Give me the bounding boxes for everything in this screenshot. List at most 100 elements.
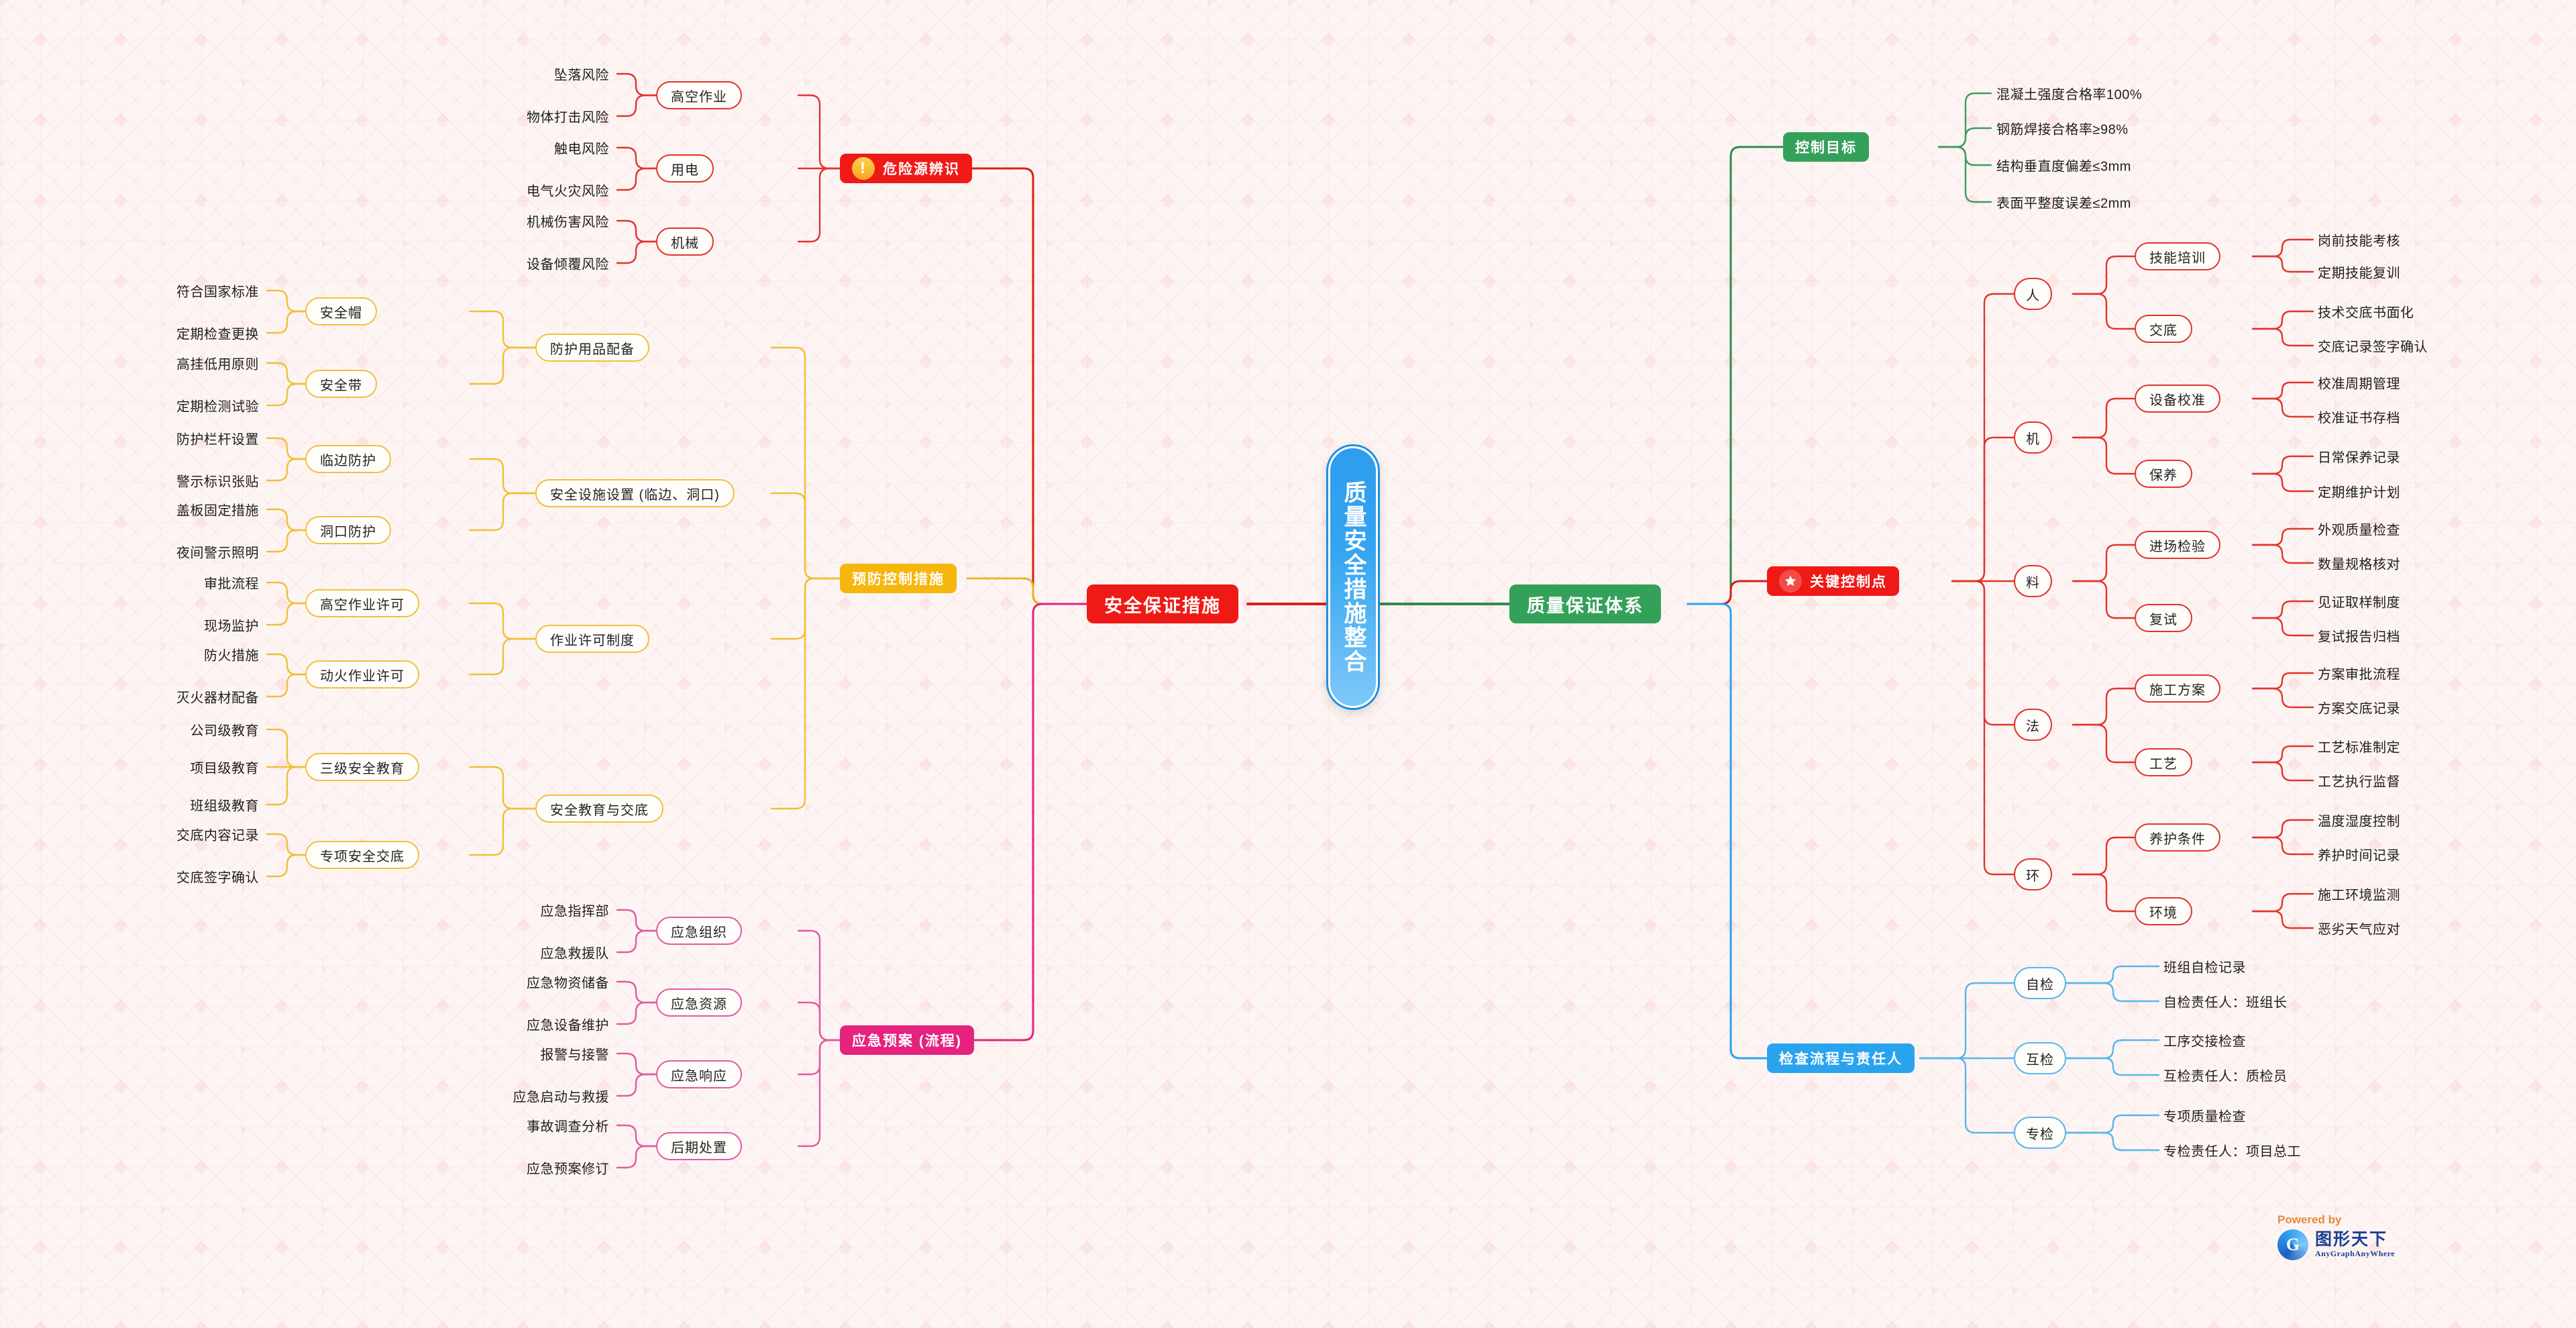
leaf-item[interactable]: 应急启动与救援 <box>513 1086 610 1106</box>
node-post-handling[interactable]: 后期处置 <box>656 1132 742 1160</box>
leaf-item[interactable]: 防火措施 <box>204 645 259 664</box>
node-equipment-calibration[interactable]: 设备校准 <box>2135 385 2220 413</box>
node-safety-education[interactable]: 安全教育与交底 <box>535 795 663 823</box>
leaf-item[interactable]: 校准周期管理 <box>2318 373 2400 393</box>
leaf-item[interactable]: 方案交底记录 <box>2318 698 2400 717</box>
leaf-item[interactable]: 班组自检记录 <box>2163 957 2246 976</box>
leaf-item[interactable]: 触电风险 <box>554 138 609 158</box>
node-opening-protection[interactable]: 洞口防护 <box>305 516 391 544</box>
node-material[interactable]: 料 <box>2014 565 2052 597</box>
leaf-item[interactable]: 定期检测试验 <box>176 396 259 415</box>
node-method[interactable]: 法 <box>2014 709 2052 741</box>
leaf-item[interactable]: 工艺执行监督 <box>2318 771 2400 790</box>
leaf-item[interactable]: 校准证书存档 <box>2318 407 2400 427</box>
node-curing-conditions[interactable]: 养护条件 <box>2135 823 2220 852</box>
node-mutual-inspection[interactable]: 互检 <box>2014 1042 2066 1074</box>
leaf-item[interactable]: 交底签字确认 <box>176 867 259 886</box>
node-skill-training[interactable]: 技能培训 <box>2135 242 2220 270</box>
leaf-item[interactable]: 定期维护计划 <box>2318 482 2400 501</box>
root-node[interactable]: 质量安全措施整合 <box>1328 446 1378 708</box>
node-hotwork-permit[interactable]: 动火作业许可 <box>305 660 419 688</box>
leaf-item[interactable]: 物体打击风险 <box>527 107 609 126</box>
node-maintenance[interactable]: 保养 <box>2135 460 2192 488</box>
leaf-item[interactable]: 应急物资储备 <box>527 972 609 992</box>
leaf-item[interactable]: 自检责任人：班组长 <box>2163 992 2288 1011</box>
node-high-altitude[interactable]: 高空作业 <box>656 81 742 109</box>
leaf-item[interactable]: 应急指挥部 <box>541 901 610 920</box>
node-safety-belt[interactable]: 安全带 <box>305 370 377 398</box>
leaf-item[interactable]: 定期技能复训 <box>2318 262 2400 282</box>
leaf-item[interactable]: 现场监护 <box>204 615 259 635</box>
leaf-item[interactable]: 专项质量检查 <box>2163 1106 2246 1125</box>
leaf-item[interactable]: 岗前技能考核 <box>2318 230 2400 250</box>
leaf-item[interactable]: 专检责任人：项目总工 <box>2163 1141 2301 1160</box>
leaf-item[interactable]: 夜间警示照明 <box>176 542 259 562</box>
node-three-level-education[interactable]: 三级安全教育 <box>305 753 419 781</box>
leaf-item[interactable]: 交底内容记录 <box>176 825 259 844</box>
leaf-item[interactable]: 养护时间记录 <box>2318 845 2400 864</box>
leaf-item[interactable]: 数量规格核对 <box>2318 554 2400 573</box>
branch-emergency[interactable]: 应急预案 (流程) <box>840 1025 974 1055</box>
leaf-item[interactable]: 工序交接检查 <box>2163 1031 2246 1050</box>
leaf-item[interactable]: 班组级教育 <box>191 795 260 815</box>
leaf-item[interactable]: 盖板固定措施 <box>176 500 259 519</box>
leaf-item[interactable]: 审批流程 <box>204 573 259 593</box>
node-emergency-response[interactable]: 应急响应 <box>656 1060 742 1088</box>
branch-prevention[interactable]: 预防控制措施 <box>840 564 957 593</box>
leaf-item[interactable]: 警示标识张贴 <box>176 471 259 491</box>
node-altitude-permit[interactable]: 高空作业许可 <box>305 589 419 617</box>
leaf-item[interactable]: 见证取样制度 <box>2318 592 2400 611</box>
leaf-item[interactable]: 灭火器材配备 <box>176 687 259 707</box>
branch-hazard[interactable]: ! 危险源辨识 <box>840 154 972 183</box>
leaf-item[interactable]: 恶劣天气应对 <box>2318 919 2400 938</box>
node-work-permit[interactable]: 作业许可制度 <box>535 625 649 653</box>
leaf-item[interactable]: 事故调查分析 <box>527 1116 609 1135</box>
leaf-item[interactable]: 定期检查更换 <box>176 323 259 343</box>
leaf-item[interactable]: 钢筋焊接合格率≥98% <box>1996 119 2129 138</box>
node-machinery[interactable]: 机械 <box>656 227 714 256</box>
node-disclosure[interactable]: 交底 <box>2135 315 2192 343</box>
node-emergency-org[interactable]: 应急组织 <box>656 917 742 945</box>
leaf-item[interactable]: 符合国家标准 <box>176 281 259 301</box>
branch-safety-hub[interactable]: 安全保证措施 <box>1087 584 1238 623</box>
leaf-item[interactable]: 温度湿度控制 <box>2318 811 2400 830</box>
node-special-disclosure[interactable]: 专项安全交底 <box>305 841 419 869</box>
node-ppe-provision[interactable]: 防护用品配备 <box>535 334 649 362</box>
node-emergency-resources[interactable]: 应急资源 <box>656 988 742 1017</box>
node-environment[interactable]: 环 <box>2014 858 2052 890</box>
node-helmet[interactable]: 安全帽 <box>305 297 377 325</box>
leaf-item[interactable]: 防护栏杆设置 <box>176 429 259 448</box>
branch-control-goals[interactable]: 控制目标 <box>1783 132 1869 162</box>
branch-quality-hub[interactable]: 质量保证体系 <box>1509 584 1661 623</box>
node-person[interactable]: 人 <box>2014 278 2052 310</box>
leaf-item[interactable]: 电气火灾风险 <box>527 181 609 200</box>
leaf-item[interactable]: 混凝土强度合格率100% <box>1996 84 2142 103</box>
branch-key-points[interactable]: 关键控制点 <box>1767 566 1899 596</box>
leaf-item[interactable]: 设备倾覆风险 <box>527 254 609 273</box>
leaf-item[interactable]: 应急救援队 <box>541 943 610 962</box>
branch-inspection[interactable]: 检查流程与责任人 <box>1767 1043 1915 1073</box>
leaf-item[interactable]: 日常保养记录 <box>2318 447 2400 466</box>
leaf-item[interactable]: 工艺标准制定 <box>2318 737 2400 756</box>
leaf-item[interactable]: 表面平整度误差≤2mm <box>1996 193 2131 212</box>
leaf-item[interactable]: 施工环境监测 <box>2318 884 2400 904</box>
leaf-item[interactable]: 坠落风险 <box>554 64 609 84</box>
leaf-item[interactable]: 技术交底书面化 <box>2318 302 2414 321</box>
leaf-item[interactable]: 报警与接警 <box>541 1044 610 1064</box>
node-special-inspection[interactable]: 专检 <box>2014 1117 2066 1149</box>
leaf-item[interactable]: 交底记录签字确认 <box>2318 336 2428 356</box>
leaf-item[interactable]: 应急预案修订 <box>527 1158 609 1178</box>
leaf-item[interactable]: 外观质量检查 <box>2318 519 2400 539</box>
leaf-item[interactable]: 复试报告归档 <box>2318 626 2400 646</box>
leaf-item[interactable]: 机械伤害风险 <box>527 211 609 231</box>
node-construction-plan[interactable]: 施工方案 <box>2135 674 2220 703</box>
leaf-item[interactable]: 互检责任人：质检员 <box>2163 1066 2288 1085</box>
node-safety-facilities[interactable]: 安全设施设置 (临边、洞口) <box>535 479 735 507</box>
node-process[interactable]: 工艺 <box>2135 748 2192 776</box>
leaf-item[interactable]: 方案审批流程 <box>2318 664 2400 683</box>
node-entry-inspection[interactable]: 进场检验 <box>2135 531 2220 559</box>
leaf-item[interactable]: 项目级教育 <box>191 758 260 777</box>
node-edge-protection[interactable]: 临边防护 <box>305 445 391 473</box>
leaf-item[interactable]: 公司级教育 <box>191 720 260 739</box>
leaf-item[interactable]: 高挂低用原则 <box>176 354 259 373</box>
